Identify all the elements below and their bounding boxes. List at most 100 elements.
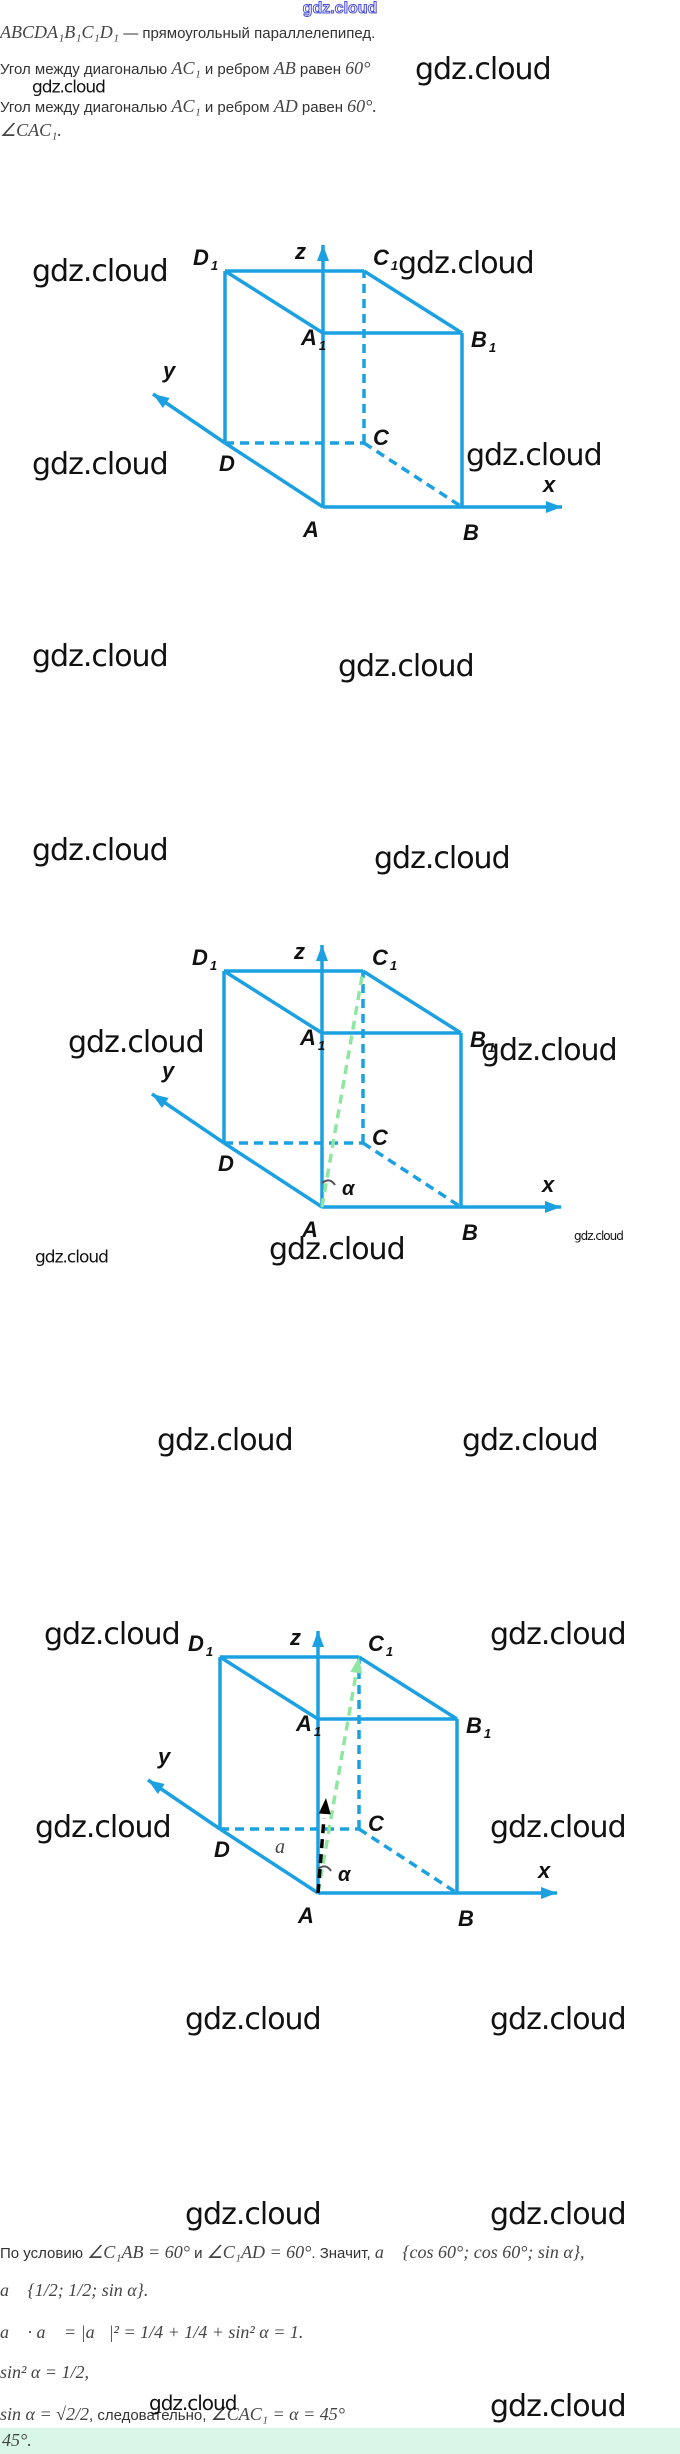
label-x: x — [537, 1858, 551, 1883]
edge-c1b1 — [362, 969, 462, 1035]
math: sin² α = 1/2, — [0, 2362, 89, 2382]
math: ∠C₁AD = 60° — [206, 2242, 312, 2262]
watermark: gdz.cloud — [35, 1247, 109, 1268]
vector-a-label: a⃗ — [275, 1836, 301, 1858]
label-z: z — [294, 239, 306, 264]
solution-line-2: a⃗ {1/2; 1/2; sin α}. — [0, 2280, 148, 2301]
header-watermark: gdz.cloud — [302, 0, 378, 18]
y-axis-arrow-icon — [153, 394, 170, 408]
diagonal-ac1 — [320, 970, 365, 1208]
math: a⃗ {1/2; 1/2; sin α}. — [0, 2280, 149, 2300]
label-a: A — [302, 517, 319, 542]
watermark: gdz.cloud — [574, 1229, 624, 1243]
math: AD — [273, 96, 298, 116]
math: 60°. — [347, 96, 377, 116]
math: AB — [273, 58, 296, 78]
text: Угол между диагональю — [0, 99, 172, 116]
watermark: gdz.cloud — [481, 1033, 618, 1068]
edge-c1b1 — [358, 1655, 458, 1721]
watermark: gdz.cloud — [68, 1025, 205, 1060]
watermark: gdz.cloud — [374, 841, 511, 876]
vector-a — [316, 1817, 326, 1894]
vector-a-arrow-icon — [318, 1798, 331, 1815]
math: a⃗ {cos 60°; cos 60°; sin α}, — [374, 2242, 585, 2262]
label-a: A — [301, 1217, 318, 1242]
angle-arc — [321, 1179, 336, 1186]
x-axis-arrow-icon — [541, 1887, 557, 1899]
text: и ребром — [200, 99, 274, 116]
watermark: gdz.cloud — [490, 1810, 627, 1845]
label-y: y — [162, 358, 177, 383]
label-b: B — [458, 1906, 474, 1931]
watermark: gdz.cloud — [32, 639, 169, 674]
watermark: gdz.cloud — [32, 833, 169, 868]
text: По условию — [0, 2245, 88, 2262]
watermark: gdz.cloud — [32, 254, 169, 289]
watermark: gdz.cloud — [269, 1232, 406, 1267]
text: и ребром — [200, 61, 274, 78]
answer-text: 45°. — [2, 2430, 32, 2450]
watermark: gdz.cloud — [466, 438, 603, 473]
watermark: gdz.cloud — [185, 2197, 322, 2232]
y-axis-arrow-icon — [152, 1094, 169, 1108]
label-c: C — [368, 1811, 385, 1836]
label-c: C — [373, 425, 390, 450]
y-axis-arrow-icon — [148, 1780, 165, 1794]
watermark: gdz.cloud — [157, 1423, 294, 1458]
label-y: y — [161, 1058, 176, 1083]
label-x: x — [541, 1172, 555, 1197]
watermark: gdz.cloud — [398, 246, 535, 281]
math: ∠C₁AB = 60° — [87, 2242, 190, 2262]
z-axis-arrow-icon — [316, 945, 328, 961]
answer-box: 45°. — [0, 2428, 680, 2454]
watermark: gdz.cloud — [490, 2389, 627, 2424]
watermark: gdz.cloud — [338, 649, 475, 684]
alpha-label: α — [342, 1178, 356, 1200]
edge-cb — [362, 1141, 462, 1209]
x-axis-arrow-icon — [545, 1201, 561, 1213]
math: AC₁ — [171, 96, 201, 116]
problem-line-2: Угол между диагональю AC₁ и ребром AB ра… — [0, 58, 370, 79]
problem-line-1: ABCDA₁B₁C₁D₁ — прямоугольный параллелепи… — [0, 22, 375, 43]
label-y: y — [157, 1744, 172, 1769]
label-c: C — [372, 1125, 389, 1150]
watermark: gdz.cloud — [490, 2197, 627, 2232]
z-axis-arrow-icon — [312, 1631, 324, 1647]
text: равен — [295, 61, 346, 78]
text: равен — [297, 99, 348, 116]
diagonal-ac1 — [316, 1656, 361, 1894]
label-d: D — [219, 451, 235, 476]
math: ABCDA₁B₁C₁D₁ — [0, 22, 120, 42]
math: sin α = √2/2 — [0, 2404, 89, 2424]
edge-d1a1 — [224, 269, 324, 335]
edge-cb — [358, 1827, 458, 1895]
label-d: D — [218, 1151, 234, 1176]
solution-line-5: sin α = √2/2, следовательно, ∠CAC₁ = α =… — [0, 2404, 345, 2425]
z-axis-arrow-icon — [317, 245, 329, 261]
angle-arc — [317, 1865, 332, 1872]
watermark: gdz.cloud — [35, 1810, 172, 1845]
watermark: gdz.cloud — [185, 2002, 322, 2037]
math: 60° — [345, 58, 371, 78]
watermark: gdz.cloud — [44, 1617, 181, 1652]
edge-cb — [363, 441, 463, 509]
math: a⃗ · a⃗ = |a⃗|² = 1/4 + 1/4 + sin² α = 1… — [0, 2322, 304, 2342]
text: и — [189, 2245, 207, 2262]
solution-line-3: a⃗ · a⃗ = |a⃗|² = 1/4 + 1/4 + sin² α = 1… — [0, 2322, 303, 2343]
edge-ad — [223, 1141, 323, 1209]
x-axis-arrow-icon — [546, 501, 562, 513]
solution-line-1: По условию ∠C₁AB = 60° и ∠C₁AD = 60°. Зн… — [0, 2242, 585, 2263]
text: , следовательно, — [88, 2407, 211, 2424]
text: Угол между диагональю — [0, 61, 172, 78]
label-z: z — [289, 1625, 301, 1650]
label-z: z — [293, 939, 305, 964]
watermark: gdz.cloud — [490, 2002, 627, 2037]
diagonal-arrow-icon — [350, 1657, 363, 1674]
label-b: B — [463, 520, 479, 545]
